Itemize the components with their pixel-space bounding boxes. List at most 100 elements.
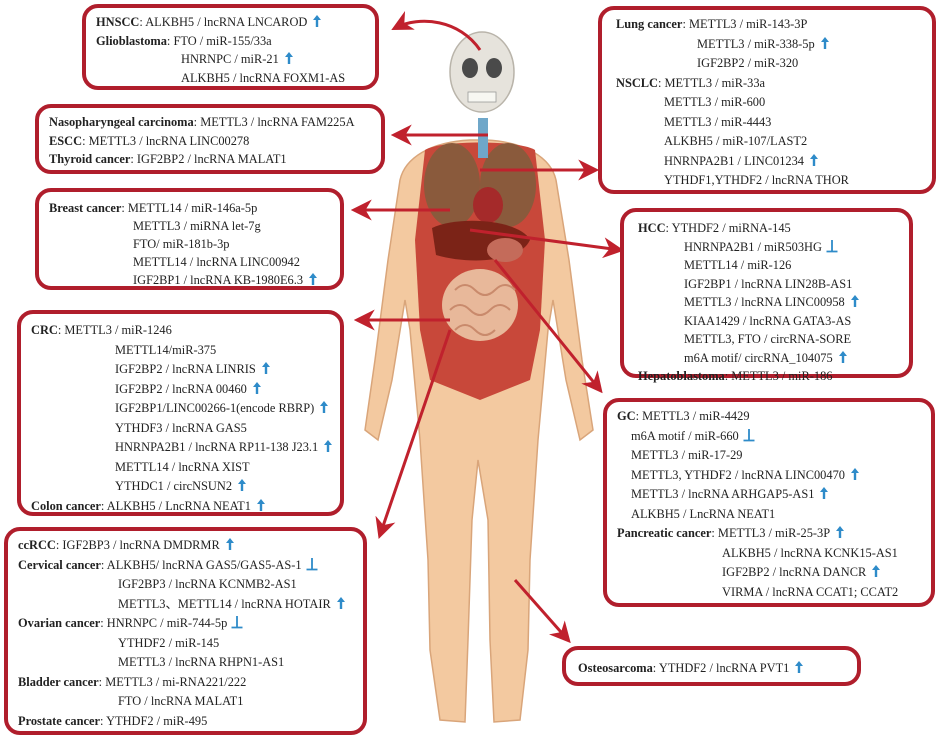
stomach	[487, 238, 523, 262]
regulator-target-text: METTL3 / miR-600	[664, 95, 766, 109]
regulator-target-text: ALKBH5 / lncRNA FOXM1-AS	[181, 70, 346, 85]
up-arrow-icon	[795, 661, 804, 673]
relation-line: Breast cancer: METTL14 / miR-146a-5p	[49, 200, 257, 216]
relation-line: Colon cancer: ALKBH5 / LncRNA NEAT1	[31, 498, 267, 514]
relation-line: GC: METTL3 / miR-4429	[617, 408, 750, 424]
relation-line: METTL3 / lncRNA ARHGAP5-AS1	[631, 486, 830, 502]
box-gc-pancreatic: GC: METTL3 / miR-4429 m6A motif / miR-660…	[603, 398, 935, 607]
regulator-target-text: IGF2BP2 / lncRNA LINRIS	[115, 362, 256, 376]
regulator-target-text: METTL14 / lncRNA XIST	[115, 459, 250, 474]
regulator-target-text: m6A motif/ circRNA_104075	[684, 350, 833, 365]
relation-line: IGF2BP2 / miR-320	[697, 55, 798, 71]
relation-line: ESCC: METTL3 / lncRNA LINC00278	[49, 133, 249, 149]
inhibit-icon	[743, 428, 755, 441]
inhibit-icon	[231, 616, 243, 629]
relation-line: FTO/ miR-181b-3p	[133, 236, 230, 252]
relation-line: NSCLC: METTL3 / miR-33a	[616, 75, 765, 91]
regulator-target-text: ALKBH5 / LncRNA NEAT1	[631, 506, 776, 521]
regulator-target-text: IGF2BP1 / lncRNA LIN28B-AS1	[684, 276, 853, 291]
regulator-target-text: YTHDF1,YTHDF2 / lncRNA THOR	[664, 173, 849, 187]
cancer-type-label: Colon cancer	[31, 498, 101, 513]
regulator-target-text: IGF2BP1 / lncRNA KB-1980E6.3	[133, 273, 304, 287]
regulator-target-text: VIRMA / lncRNA CCAT1; CCAT2	[722, 584, 899, 599]
relation-line: HNRNPA2B1 / LINC01234	[664, 153, 820, 169]
relation-line: IGF2BP2 / lncRNA DANCR	[722, 564, 882, 580]
relation-line: HNRNPA2B1 / lncRNA RP11-138 J23.1	[115, 439, 334, 455]
up-arrow-icon	[810, 153, 818, 166]
regulator-target-text: m6A motif / miR-660	[631, 428, 739, 443]
heart	[473, 187, 503, 223]
relation-line: METTL3, YTHDF2 / lncRNA LINC00470	[631, 467, 861, 483]
relation-line: ALKBH5 / lncRNA KCNK15-AS1	[722, 545, 898, 561]
up-arrow-icon	[336, 596, 345, 609]
relation-line: Thyroid cancer: IGF2BP2 / lncRNA MALAT1	[49, 151, 287, 167]
up-arrow-icon	[256, 498, 265, 511]
relation-line: Ovarian cancer: HNRNPC / miR-744-5p	[18, 615, 243, 631]
regulator-target-text: YTHDC1 / circNSUN2	[115, 479, 233, 493]
relation-line: KIAA1429 / lncRNA GATA3-AS	[684, 313, 851, 329]
relation-line: ALKBH5 / lncRNA FOXM1-AS	[181, 70, 345, 86]
regulator-target-text: METTL3 / miR-338-5p	[697, 36, 815, 51]
cancer-type-label: Hepatoblastoma	[638, 369, 725, 383]
up-arrow-icon	[261, 362, 270, 374]
body-silhouette	[364, 31, 594, 723]
relation-line: METTL14 / miR-126	[684, 257, 791, 273]
relation-line: METTL14 / lncRNA LINC00942	[133, 254, 300, 270]
relation-line: METTL3 / miR-4443	[664, 114, 771, 130]
up-arrow-icon	[850, 295, 859, 307]
regulator-target-text: FTO / lncRNA MALAT1	[118, 694, 244, 708]
connector-arrows	[350, 10, 625, 644]
regulator-target-text: : YTHDF2 / miR-495	[100, 713, 208, 728]
relation-line: HNRNPA2B1 / miR503HG	[684, 239, 838, 255]
up-arrow-icon	[850, 467, 859, 480]
relation-line: IGF2BP2 / lncRNA LINRIS	[115, 361, 272, 377]
regulator-target-text: : METTL3 / miR-33a	[658, 75, 766, 90]
regulator-target-text: : METTL14 / miR-146a-5p	[121, 201, 258, 215]
regulator-target-text: METTL14/miR-375	[115, 342, 217, 357]
relation-line: FTO / lncRNA MALAT1	[118, 693, 243, 709]
cancer-type-label: Lung cancer	[616, 17, 683, 31]
regulator-target-text: HNRNPA2B1 / LINC01234	[664, 153, 804, 168]
cancer-type-label: HCC	[638, 221, 666, 235]
regulator-target-text: METTL3, YTHDF2 / lncRNA LINC00470	[631, 467, 845, 482]
inhibit-icon	[826, 239, 838, 252]
regulator-target-text: YTHDF3 / lncRNA GAS5	[115, 420, 247, 435]
regulator-target-text: : HNRNPC / miR-744-5p	[100, 616, 228, 630]
relation-line: Osteosarcoma: YTHDF2 / lncRNA PVT1	[578, 660, 805, 676]
regulator-target-text: IGF2BP1/LINC00266-1(encode RBRP)	[115, 401, 315, 415]
regulator-target-text: : METTL3 / miR-186	[724, 369, 833, 383]
relation-line: Nasopharyngeal carcinoma: METTL3 / lncRN…	[49, 114, 355, 130]
regulator-target-text: ALKBH5 / miR-107/LAST2	[664, 134, 808, 148]
cancer-type-label: GC	[617, 409, 636, 423]
regulator-target-text: : METTL3 / miR-4429	[635, 409, 750, 423]
regulator-target-text: METTL14 / miR-126	[684, 258, 792, 272]
box-lung-nsclc: Lung cancer: METTL3 / miR-143-3P METTL3 /…	[598, 6, 936, 194]
relation-line: VIRMA / lncRNA CCAT1; CCAT2	[722, 584, 898, 600]
up-arrow-icon	[820, 487, 829, 499]
regulator-target-text: : ALKBH5 / lncRNA LNCAROD	[139, 15, 308, 29]
inhibit-icon	[306, 557, 318, 570]
regulator-target-text: ALKBH5 / lncRNA KCNK15-AS1	[722, 545, 898, 560]
regulator-target-text: IGF2BP3 / lncRNA KCNMB2-AS1	[118, 577, 297, 591]
up-arrow-icon	[284, 52, 293, 64]
cancer-type-label: Prostate cancer	[18, 713, 100, 728]
skull	[449, 31, 515, 113]
relation-line: Bladder cancer: METTL3 / mi-RNA221/222	[18, 674, 246, 690]
regulator-target-text: FTO/ miR-181b-3p	[133, 237, 230, 251]
regulator-target-text: : METTL3 / lncRNA FAM225A	[193, 115, 355, 129]
relation-line: CRC: METTL3 / miR-1246	[31, 322, 172, 338]
relation-line: IGF2BP1 / lncRNA KB-1980E6.3	[133, 272, 319, 288]
cancer-type-label: Ovarian cancer	[18, 616, 101, 630]
cancer-type-label: CRC	[31, 323, 58, 337]
relation-line: METTL3、METTL14 / lncRNA HOTAIR	[118, 596, 347, 612]
relation-line: IGF2BP1 / lncRNA LIN28B-AS1	[684, 276, 852, 292]
relation-line: m6A motif / miR-660	[631, 428, 755, 444]
regulator-target-text: IGF2BP2 / miR-320	[697, 56, 799, 70]
trachea	[478, 118, 488, 158]
regulator-target-text: : METTL3 / miR-143-3P	[682, 17, 808, 31]
relation-line: Cervical cancer: ALKBH5/ lncRNA GAS5/GAS…	[18, 557, 318, 573]
